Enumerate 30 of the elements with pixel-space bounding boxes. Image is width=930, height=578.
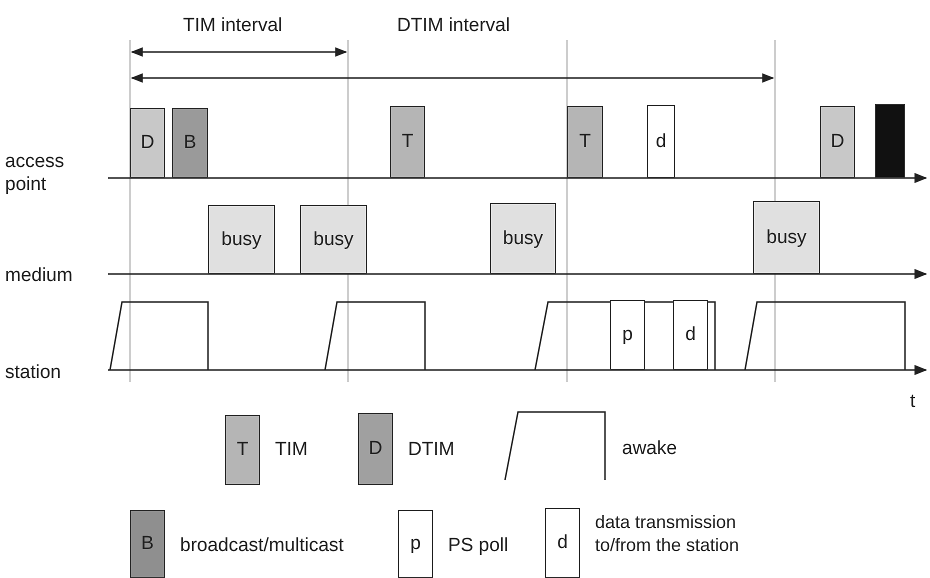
interval-label: TIM interval [183,14,284,37]
legend-label: data transmission to/from the station [595,511,740,557]
legend-label: awake [622,437,677,460]
filled-block [875,104,905,178]
interval-label: DTIM interval [397,14,511,37]
legend-label: PS poll [448,534,508,557]
busy-block: busy [490,203,556,274]
frame-block: D [130,108,165,178]
swatch-letter: T [236,440,250,460]
swatch-letter: B [140,534,155,554]
busy-block: busy [300,205,367,274]
frame-block: T [567,106,603,178]
poll-frame: p [610,300,645,370]
frame-block: D [820,106,855,178]
busy-block: busy [208,205,275,274]
busy-block: busy [753,201,820,274]
legend-label: broadcast/multicast [180,534,344,557]
frame-block: T [390,106,425,178]
data-frame: d [647,105,675,178]
frame-block: B [172,108,208,178]
legend-label: TIM [275,438,308,461]
swatch-letter: D [368,439,384,459]
legend-label: DTIM [408,438,454,461]
data-frame: d [673,300,708,370]
axis-label: medium [5,264,74,287]
swatch-letter: p [409,534,422,554]
axis-label: access point [5,150,66,196]
axis-label: t [910,390,916,413]
axis-label: station [5,361,62,384]
swatch-letter: d [556,533,569,553]
